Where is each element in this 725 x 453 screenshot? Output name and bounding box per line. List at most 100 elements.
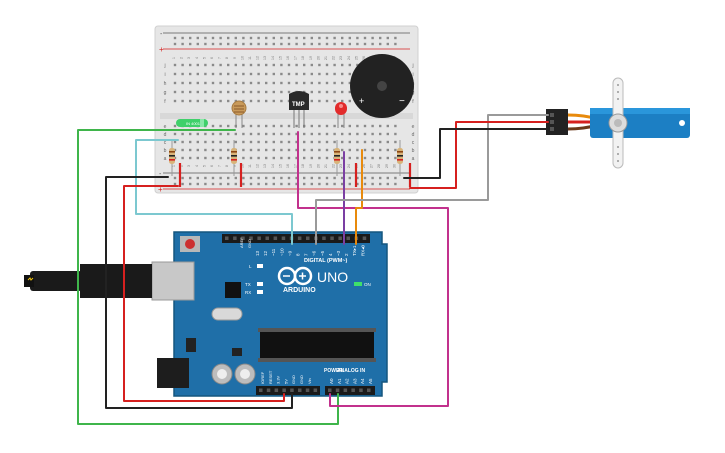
- wire-red-5v: [123, 185, 285, 402]
- column-number: 4: [195, 165, 199, 167]
- column-number: 2: [180, 57, 184, 59]
- digital-pin-label: 12: [263, 250, 268, 256]
- resistor: [334, 140, 340, 176]
- analog-pin-label: A2: [345, 378, 350, 384]
- digital-pin-label: ~5: [320, 250, 325, 256]
- row-label: b: [164, 148, 167, 154]
- wire-black-servo: [403, 128, 549, 179]
- column-number: 8: [225, 165, 229, 167]
- row-label: d: [412, 132, 415, 138]
- digital-pin-label: 13: [255, 250, 260, 256]
- pin-label: AREF: [239, 237, 244, 248]
- column-number: 25: [354, 56, 358, 60]
- power-jack: [157, 358, 189, 388]
- tx-label: TX: [245, 282, 251, 287]
- column-number: 3: [187, 165, 191, 167]
- analog-pin-label: A3: [352, 378, 357, 384]
- column-number: 20: [316, 56, 320, 60]
- row-label: i: [164, 72, 165, 78]
- column-number: 11: [248, 164, 252, 168]
- digital-pin-label: TX▸1: [352, 245, 357, 256]
- on-label: ON: [364, 282, 371, 287]
- rx-label: RX: [245, 290, 251, 295]
- column-number: 15: [278, 164, 282, 168]
- arduino-brand: ARDUINO: [283, 287, 316, 294]
- power-pin-label: 5V: [283, 379, 288, 384]
- row-label: d: [164, 132, 167, 138]
- column-number: 10: [240, 56, 244, 60]
- digital-pin-label: RX◂0: [360, 244, 365, 256]
- column-number: 11: [248, 56, 252, 60]
- analog-label: ANALOG IN: [337, 368, 365, 374]
- arduino-model: UNO: [317, 269, 348, 285]
- column-number: 9: [233, 165, 237, 167]
- power-pin-label: RESET: [268, 370, 273, 384]
- column-number: 10: [240, 164, 244, 168]
- arduino-logo-icon: [277, 266, 313, 286]
- red-jumpers: [178, 163, 412, 187]
- column-number: 3: [187, 57, 191, 59]
- resistor: [231, 140, 237, 176]
- digital-header: [222, 234, 370, 243]
- digital-pin-label: ~11: [271, 248, 276, 256]
- column-number: 14: [271, 164, 275, 168]
- column-number: 21: [324, 164, 328, 168]
- column-number: 24: [347, 56, 351, 60]
- wire-green: [77, 129, 339, 425]
- column-number: 5: [202, 165, 206, 167]
- analog-header: [325, 386, 375, 395]
- column-number: 22: [332, 164, 336, 168]
- digital-label: DIGITAL (PWM~): [304, 258, 348, 264]
- digital-pin-label: ~9: [287, 250, 292, 256]
- wire-gray-signal: [315, 114, 549, 245]
- column-number: 28: [377, 164, 381, 168]
- column-number: 26: [362, 56, 366, 60]
- row-label: c: [164, 140, 167, 146]
- l-label: L: [249, 264, 252, 269]
- digital-pin-label: ~10: [279, 248, 284, 256]
- row-label: j: [411, 63, 413, 69]
- row-label: e: [412, 124, 415, 130]
- digital-pin-label: 4: [328, 253, 333, 256]
- digital-pin-label: ~6: [312, 250, 317, 256]
- usb-port: [151, 261, 195, 301]
- digital-pin-label: ~3: [336, 250, 341, 256]
- row-label: h: [164, 81, 167, 87]
- piezo-buzzer: + −: [350, 54, 414, 118]
- rail-plus-top: +: [159, 45, 164, 54]
- resistor: [169, 140, 175, 176]
- temp-sensor-label: TMP: [292, 102, 305, 108]
- column-number: 21: [324, 56, 328, 60]
- column-number: 22: [332, 56, 336, 60]
- rail-minus-top: -: [160, 31, 163, 38]
- analog-pin-label: A0: [329, 378, 334, 384]
- row-label: j: [163, 63, 165, 69]
- row-label: i: [412, 72, 413, 78]
- column-number: 19: [309, 56, 313, 60]
- column-number: 17: [294, 164, 298, 168]
- power-label: POWER: [324, 368, 343, 374]
- column-number: 14: [271, 56, 275, 60]
- column-number: 18: [301, 56, 305, 60]
- digital-pin-label: 7: [304, 253, 309, 256]
- column-number: 1: [172, 57, 176, 59]
- diode: IN 4001: [176, 119, 208, 127]
- wires: [77, 114, 549, 425]
- rail-minus-bottom: -: [159, 171, 162, 178]
- column-number: 26: [362, 164, 366, 168]
- reset-button[interactable]: [185, 239, 195, 249]
- servo-motor: [546, 77, 690, 169]
- column-number: 5: [202, 57, 206, 59]
- column-number: 9: [233, 57, 237, 59]
- row-label: a: [412, 156, 415, 162]
- digital-pin-label: 8: [296, 253, 301, 256]
- column-number: 7: [218, 165, 222, 167]
- wire-cyan: [135, 139, 293, 245]
- digital-pin-label: 2: [344, 253, 349, 256]
- column-number: 17: [294, 56, 298, 60]
- photoresistor: [231, 100, 247, 128]
- column-number: 6: [210, 57, 214, 59]
